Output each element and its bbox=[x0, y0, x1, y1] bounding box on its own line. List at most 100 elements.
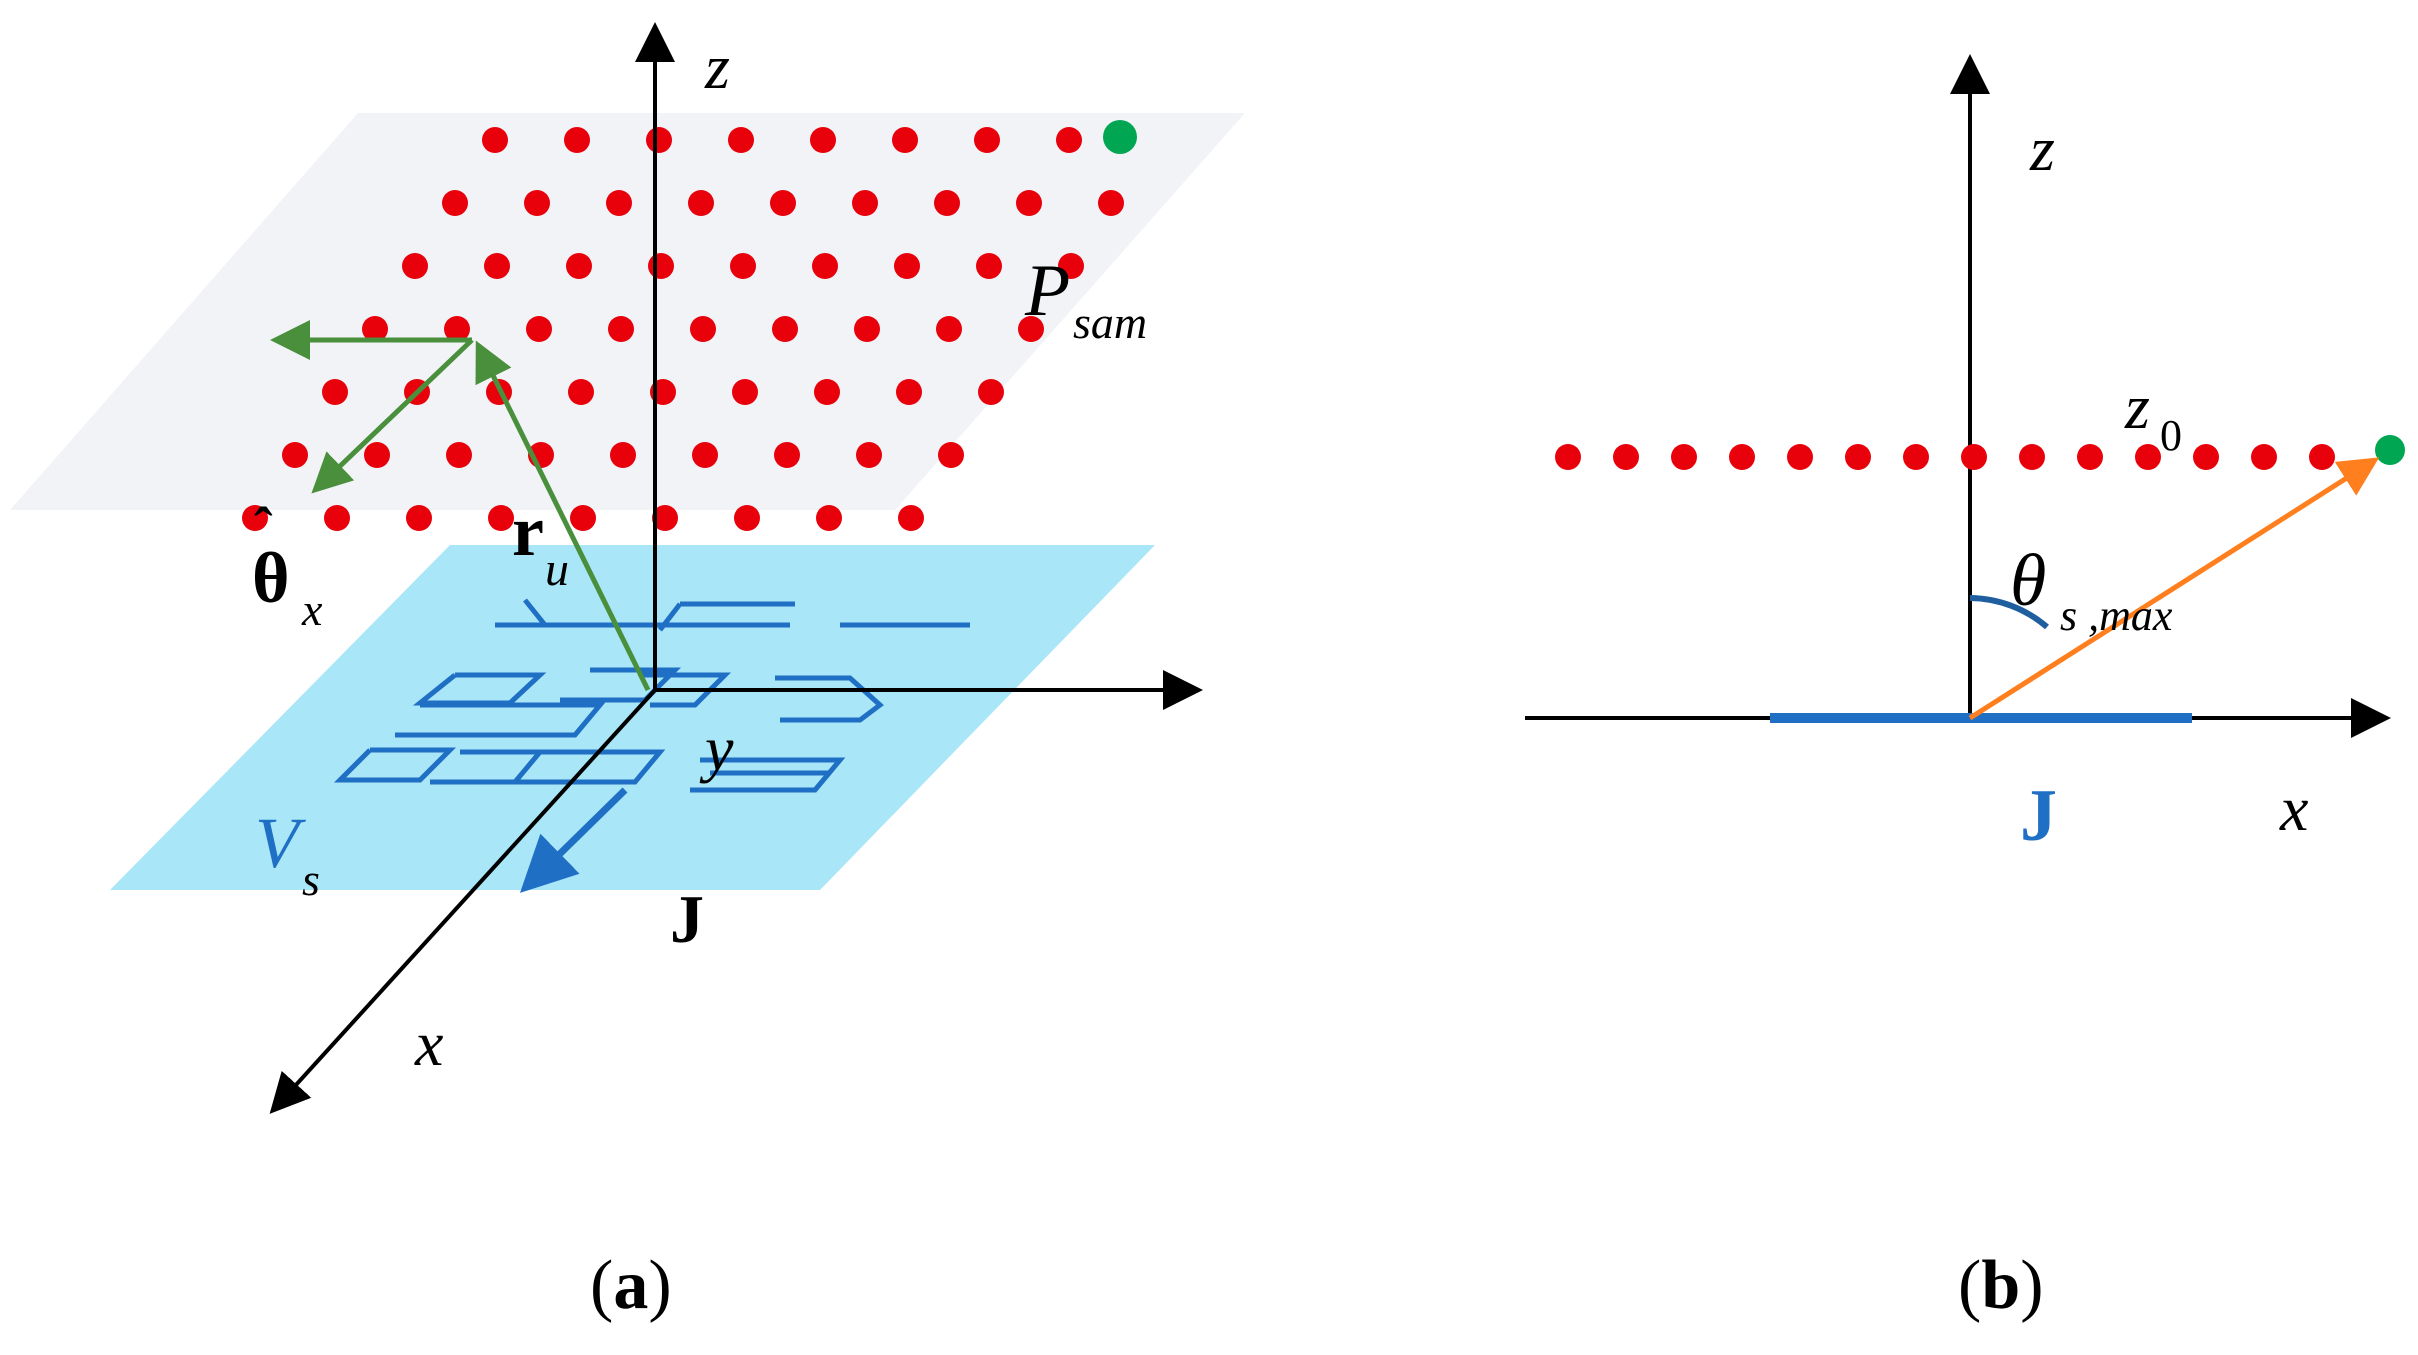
sample-point bbox=[652, 505, 678, 531]
r-u-subscript: u bbox=[545, 543, 569, 596]
sample-point bbox=[728, 127, 754, 153]
angle-arc bbox=[1969, 595, 2049, 630]
sample-point bbox=[484, 253, 510, 279]
sample-point bbox=[324, 505, 350, 531]
sample-point bbox=[978, 379, 1004, 405]
sample-point bbox=[690, 316, 716, 342]
sample-point bbox=[816, 505, 842, 531]
caption-b-open: ( bbox=[1958, 1247, 1981, 1324]
antenna-traces bbox=[333, 598, 970, 793]
sample-point bbox=[402, 253, 428, 279]
theta-s-max-label: θ bbox=[2010, 540, 2046, 622]
sample-point bbox=[936, 316, 962, 342]
r-u-label: r bbox=[512, 491, 544, 571]
sample-point bbox=[2251, 444, 2277, 470]
sample-point bbox=[898, 505, 924, 531]
sample-point bbox=[1613, 444, 1639, 470]
sample-point bbox=[1098, 190, 1124, 216]
sample-point bbox=[1016, 190, 1042, 216]
sample-point bbox=[774, 442, 800, 468]
theta-x-subscript: x bbox=[301, 584, 323, 635]
sample-point bbox=[734, 505, 760, 531]
v-s-label: V bbox=[255, 803, 306, 883]
sample-point bbox=[976, 253, 1002, 279]
caption-b: (b) bbox=[1958, 1247, 2044, 1324]
panel-a: z y x P sam ˆ θ x r u V s J (a) bbox=[10, 22, 1245, 1324]
sample-point bbox=[894, 253, 920, 279]
max-angle-ray bbox=[1968, 457, 2380, 721]
sample-point bbox=[282, 442, 308, 468]
sample-point bbox=[442, 190, 468, 216]
theta-x-label: θ bbox=[252, 538, 290, 618]
x-axis-label-b: x bbox=[2279, 773, 2308, 844]
sample-point bbox=[526, 316, 552, 342]
sample-point bbox=[1729, 444, 1755, 470]
sample-point bbox=[610, 442, 636, 468]
highlight-point-b bbox=[2375, 435, 2405, 465]
sample-point bbox=[854, 316, 880, 342]
sample-point bbox=[772, 316, 798, 342]
sample-point bbox=[1555, 444, 1581, 470]
sample-point bbox=[974, 127, 1000, 153]
x-axis-label: x bbox=[414, 1008, 443, 1079]
sample-point bbox=[566, 253, 592, 279]
sample-point bbox=[2077, 444, 2103, 470]
sample-point bbox=[1961, 444, 1987, 470]
theta-s-max-subscript: s ,max bbox=[2060, 591, 2173, 640]
sample-point bbox=[646, 127, 672, 153]
theta-x-hat: ˆ bbox=[254, 497, 273, 559]
sample-point bbox=[322, 379, 348, 405]
sample-point bbox=[568, 379, 594, 405]
sample-point bbox=[608, 316, 634, 342]
caption-a-close: ) bbox=[648, 1247, 671, 1324]
sample-point bbox=[934, 190, 960, 216]
sample-point bbox=[362, 316, 388, 342]
sample-point bbox=[1845, 444, 1871, 470]
sample-point bbox=[770, 190, 796, 216]
sample-point bbox=[570, 505, 596, 531]
sample-point bbox=[2309, 444, 2335, 470]
sample-point bbox=[692, 442, 718, 468]
sample-point bbox=[814, 379, 840, 405]
p-sam-subscript: sam bbox=[1073, 297, 1147, 348]
sample-point bbox=[892, 127, 918, 153]
sample-point bbox=[1056, 127, 1082, 153]
sample-point bbox=[364, 442, 390, 468]
caption-b-letter: b bbox=[1981, 1247, 2020, 1324]
sample-point bbox=[2019, 444, 2045, 470]
sample-point bbox=[688, 190, 714, 216]
sample-points-row bbox=[1555, 444, 2335, 470]
sample-point bbox=[524, 190, 550, 216]
r-u-vector bbox=[475, 340, 651, 692]
sample-point bbox=[896, 379, 922, 405]
caption-a: (a) bbox=[590, 1247, 672, 1324]
sample-point bbox=[648, 253, 674, 279]
caption-b-close: ) bbox=[2020, 1247, 2043, 1324]
sample-point bbox=[856, 442, 882, 468]
sample-plane bbox=[10, 113, 1245, 510]
sample-point bbox=[732, 379, 758, 405]
theta-x-vector-diagonal bbox=[311, 338, 474, 494]
j-label-a: J bbox=[670, 881, 704, 957]
caption-a-open: ( bbox=[590, 1247, 613, 1324]
x-axis bbox=[269, 688, 657, 1114]
z-axis-label: z bbox=[704, 31, 730, 102]
z-axis-label-b: z bbox=[2029, 113, 2055, 184]
sample-point bbox=[2135, 444, 2161, 470]
sample-point bbox=[730, 253, 756, 279]
y-axis-label: y bbox=[699, 713, 734, 784]
z0-subscript: 0 bbox=[2160, 411, 2182, 460]
sample-point bbox=[1787, 444, 1813, 470]
sample-point bbox=[852, 190, 878, 216]
sample-point bbox=[482, 127, 508, 153]
sample-point bbox=[810, 127, 836, 153]
sample-point bbox=[564, 127, 590, 153]
sample-point bbox=[938, 442, 964, 468]
sample-point bbox=[1671, 444, 1697, 470]
current-arrow bbox=[520, 787, 628, 893]
sample-point bbox=[1903, 444, 1929, 470]
p-sam-label: P bbox=[1024, 250, 1070, 332]
highlight-point bbox=[1103, 120, 1137, 154]
